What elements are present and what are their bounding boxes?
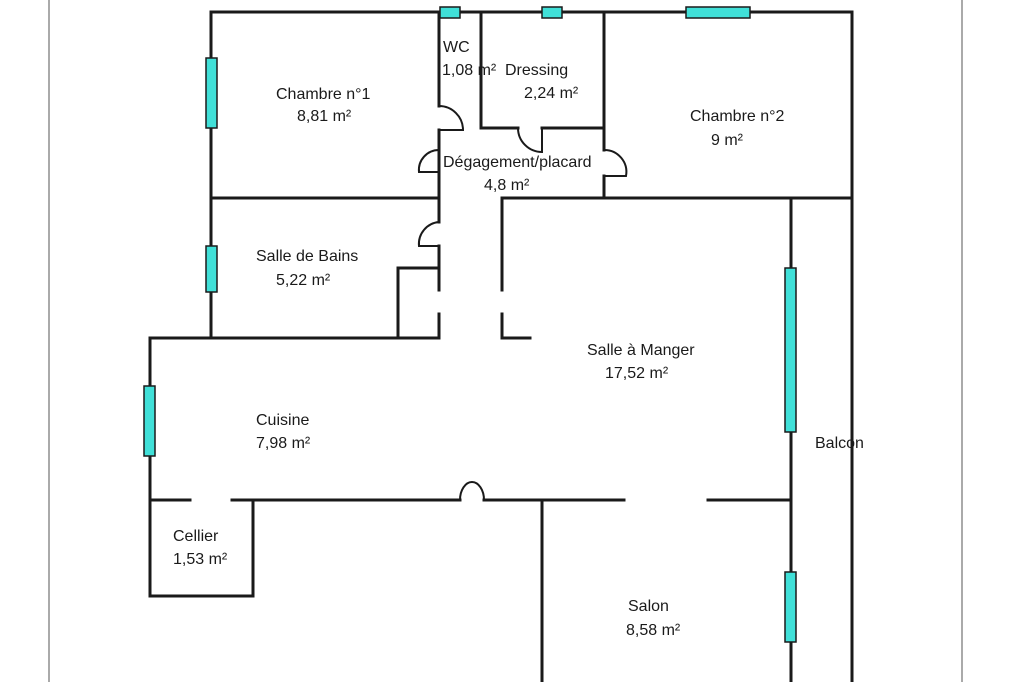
- window-salon-balcon: [784, 571, 797, 643]
- room-labels: Chambre n°1 8,81 m² WC 1,08 m² Dressing …: [173, 39, 864, 639]
- sdb-name: Salle de Bains: [256, 248, 358, 265]
- sdb-area: 5,22 m²: [276, 272, 331, 289]
- chambre2-name: Chambre n°2: [690, 108, 785, 125]
- window-wc: [439, 6, 461, 19]
- windows: [143, 6, 797, 643]
- window-cuisine: [143, 385, 156, 457]
- window-sdb: [205, 245, 218, 293]
- dressing-area: 2,24 m²: [524, 85, 579, 102]
- window-sam-balcon: [784, 267, 797, 433]
- degagement-area: 4,8 m²: [484, 177, 530, 194]
- window-chambre1: [205, 57, 218, 129]
- chambre1-name: Chambre n°1: [276, 86, 371, 103]
- salon-area: 8,58 m²: [626, 622, 681, 639]
- chambre1-area: 8,81 m²: [297, 108, 352, 125]
- sam-area: 17,52 m²: [605, 365, 669, 382]
- cellier-area: 1,53 m²: [173, 551, 228, 568]
- cellier-name: Cellier: [173, 528, 219, 545]
- chambre2-area: 9 m²: [711, 132, 744, 149]
- window-chambre2: [685, 6, 751, 19]
- cuisine-area: 7,98 m²: [256, 435, 311, 452]
- window-dressing: [541, 6, 563, 19]
- degagement-name: Dégagement/placard: [443, 154, 592, 171]
- wc-area: 1,08 m²: [442, 62, 497, 79]
- sam-name: Salle à Manger: [587, 342, 695, 359]
- dressing-name: Dressing: [505, 62, 568, 79]
- doors: [417, 105, 628, 501]
- cuisine-name: Cuisine: [256, 412, 309, 429]
- salon-name: Salon: [628, 598, 669, 615]
- balcon-name: Balcon: [815, 435, 864, 452]
- wc-name: WC: [443, 39, 470, 56]
